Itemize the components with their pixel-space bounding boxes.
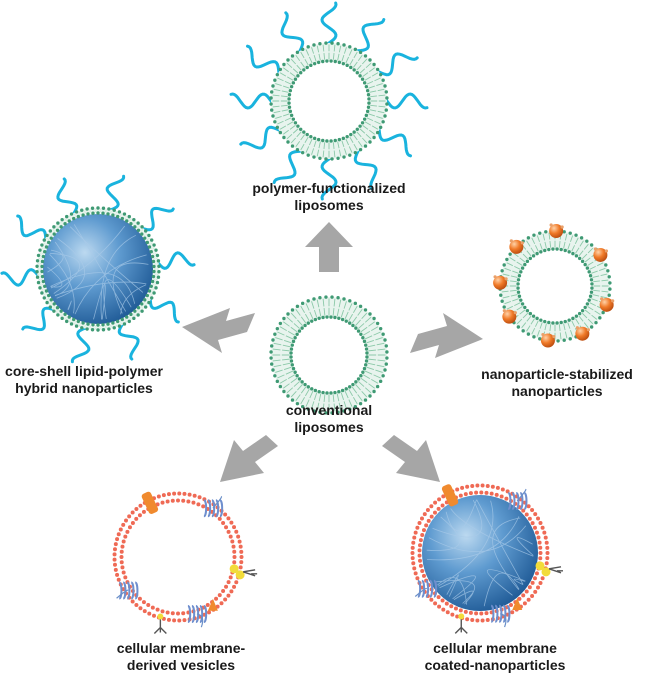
channel-protein (141, 491, 159, 514)
gold-nanoparticle (493, 275, 508, 290)
membrane-derived-vesicle (112, 491, 258, 635)
gold-nanoparticle (549, 224, 564, 239)
label-line: cellular membrane (433, 640, 557, 656)
arrows (182, 222, 483, 482)
gold-nanoparticle (593, 247, 608, 262)
gold-nanoparticle (509, 239, 524, 254)
small-protein (207, 598, 218, 611)
arrow-left (182, 308, 255, 353)
arrow-down-right (382, 435, 440, 482)
core-shell-lipid-shell (35, 206, 161, 332)
core-shell-polymer-chains (0, 174, 196, 364)
polymer-chain (353, 149, 378, 191)
polymer-chain (229, 92, 273, 110)
polymer-chain (21, 306, 56, 332)
small-protein (512, 598, 523, 611)
coiled-protein (118, 581, 139, 600)
label-membrane-coated-nanoparticles: cellular membrane coated-nanoparticles (400, 640, 590, 674)
polymer-chain (156, 251, 196, 270)
stabilizing-nanoparticles (493, 223, 615, 348)
label-line: conventional (285, 402, 373, 418)
top-bilayer (269, 41, 389, 161)
polymer-chain (148, 297, 180, 324)
label-line: liposomes (294, 197, 364, 213)
nanoparticle-stabilized-liposome (498, 229, 612, 343)
polymer-chain (377, 128, 412, 158)
polymer-chain (0, 268, 40, 287)
gold-nanoparticle (575, 326, 590, 341)
polymer-chain (280, 11, 305, 53)
label-nanoparticle-stabilized: nanoparticle-stabilized nanoparticles (462, 366, 652, 400)
label-line: polymer-functionalized (252, 180, 406, 196)
receptor (229, 564, 239, 574)
channel-protein (441, 484, 459, 507)
label-line: cellular membrane- (116, 640, 246, 656)
arrow-up (305, 222, 353, 272)
polymer-chain (385, 92, 429, 110)
label-line: nanoparticle-stabilized (481, 366, 633, 382)
polymer-chain (117, 322, 140, 361)
coiled-protein (507, 491, 528, 510)
polymer-chain (356, 18, 386, 53)
coiled-protein (203, 499, 224, 518)
coiled-protein (417, 579, 438, 598)
polymer-chain (272, 149, 302, 184)
label-line: liposomes (294, 419, 364, 435)
label-line: derived vesicles (126, 657, 236, 673)
polymer-chain (377, 52, 419, 77)
membrane-coating (410, 483, 564, 634)
label-line: nanoparticles (511, 383, 603, 399)
polymer-chain (56, 177, 79, 216)
polymer-chain (320, 1, 338, 45)
conventional-liposome (269, 295, 389, 415)
arrow-right (410, 313, 483, 358)
coated-core (422, 495, 538, 611)
glycan (153, 618, 167, 635)
receptor (535, 561, 545, 571)
polymer-chain (239, 125, 281, 150)
polymer-chain (246, 44, 281, 74)
polymer-chain (70, 326, 91, 364)
gold-nanoparticle (502, 309, 517, 324)
arrow-down-left (220, 435, 278, 482)
gold-nanoparticle (599, 297, 614, 312)
polymer-chain (105, 174, 126, 212)
label-line: coated-nanoparticles (424, 657, 566, 673)
polymer-chain (320, 157, 338, 201)
polymer-chain (140, 206, 175, 232)
polymer-chain (16, 214, 48, 241)
label-core-shell-hybrid: core-shell lipid-polymer hybrid nanopart… (0, 363, 168, 397)
polymer-core (43, 214, 153, 324)
label-polymer-functionalized-liposomes: polymer-functionalized liposomes (214, 180, 444, 214)
label-line: core-shell lipid-polymer (5, 363, 163, 379)
label-membrane-derived-vesicles: cellular membrane- derived vesicles (96, 640, 266, 674)
gold-nanoparticle (540, 333, 555, 348)
label-line: hybrid nanoparticles (15, 380, 153, 396)
polymer-functionalized-liposome (229, 1, 429, 201)
label-conventional-liposomes: conventional liposomes (254, 402, 404, 436)
glycan (454, 618, 468, 634)
